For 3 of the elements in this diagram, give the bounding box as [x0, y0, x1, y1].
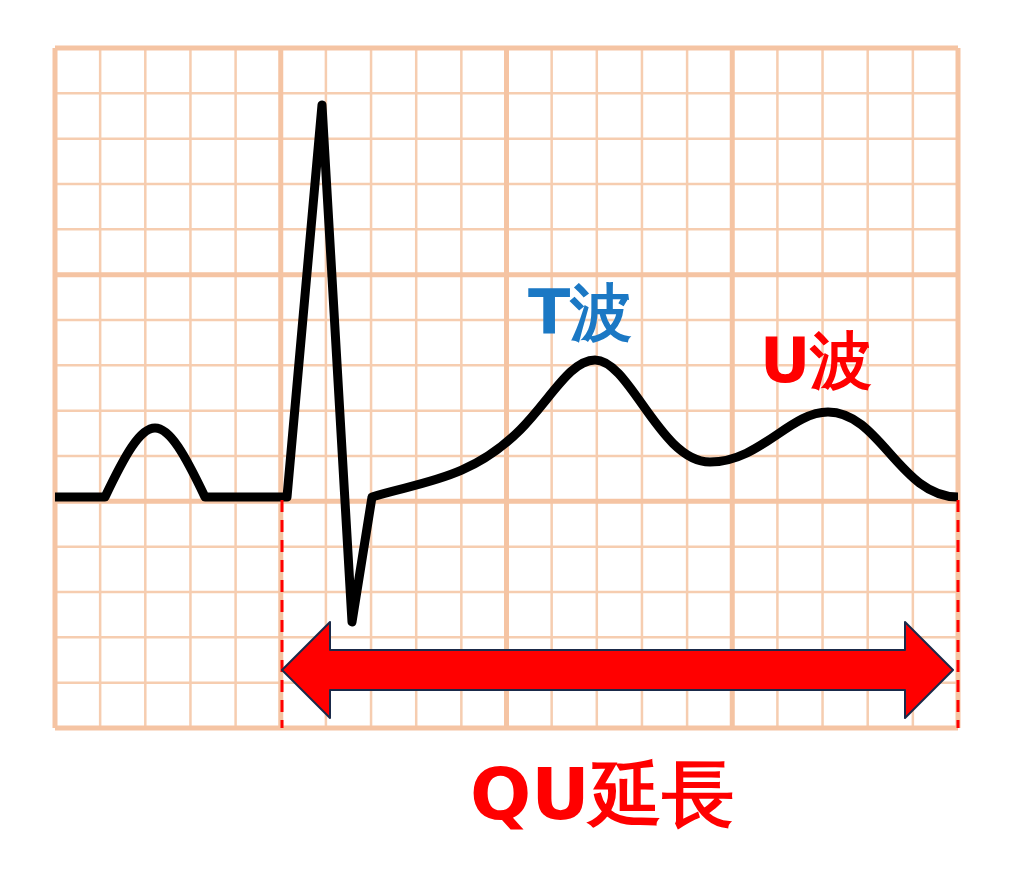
interval-label: QU延長	[470, 758, 734, 830]
wave-label: T波	[528, 282, 633, 344]
wave-label: U波	[760, 330, 873, 392]
